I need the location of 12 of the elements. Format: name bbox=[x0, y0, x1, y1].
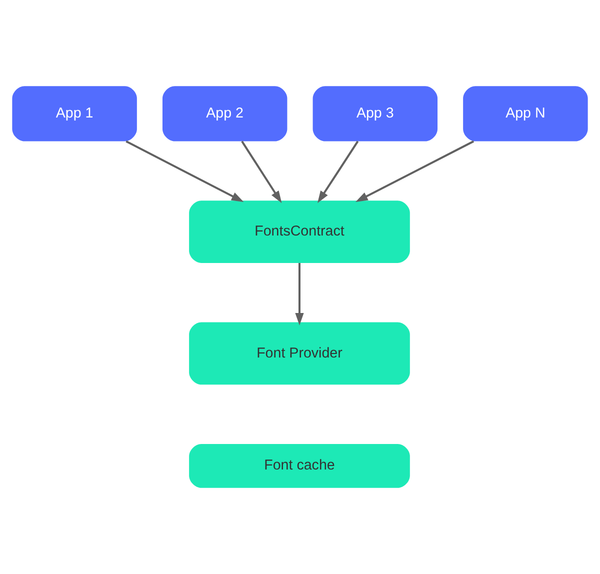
node-box: App 1 bbox=[12, 86, 137, 142]
arrow bbox=[126, 140, 244, 202]
node-box: App 3 bbox=[312, 86, 438, 142]
arrow bbox=[356, 140, 474, 202]
node-box: FontsContract bbox=[189, 200, 410, 263]
node-box: Font Provider bbox=[189, 322, 410, 385]
node-box: Font cache bbox=[189, 444, 410, 488]
arrow bbox=[241, 140, 282, 204]
node-box: App N bbox=[463, 86, 588, 142]
arrow bbox=[317, 140, 359, 204]
node-box: App 2 bbox=[162, 86, 288, 142]
arrow bbox=[295, 263, 304, 326]
